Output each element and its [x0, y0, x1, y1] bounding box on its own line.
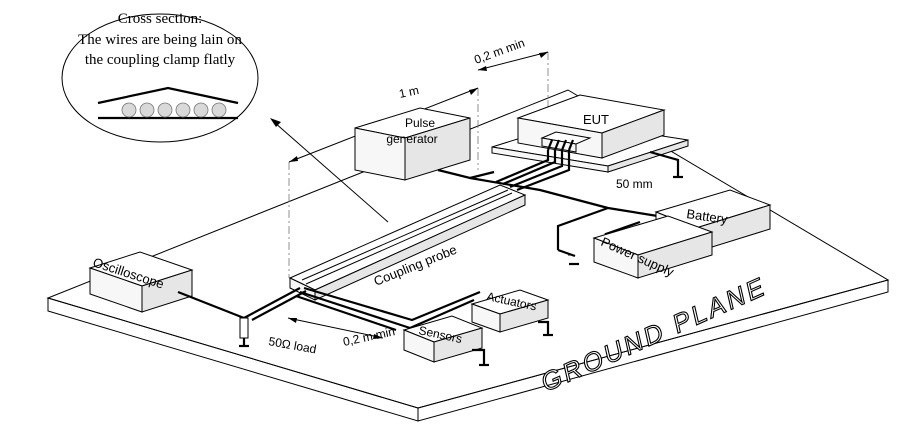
dim-50mm-label: 50 mm: [616, 177, 653, 191]
pulse-generator-label-1: Pulse: [405, 116, 435, 130]
dim-1m-label: 1 m: [398, 83, 420, 101]
eut-wire-harness: [495, 139, 575, 192]
pulse-generator-wire: [437, 168, 495, 180]
cross-section-callout: Cross section: The wires are being lain …: [61, 11, 259, 143]
eut-ground: [649, 150, 683, 179]
coupling-probe: Coupling probe: [288, 184, 527, 301]
clamp-cover: [97, 86, 239, 105]
load-resistor: [239, 317, 249, 339]
pulse-generator-box: Pulse generator: [354, 107, 471, 181]
measurement-wiring: 50Ω load: [177, 287, 318, 356]
actuators-box: Actuators: [470, 289, 553, 337]
ground-plane-front: [47, 297, 419, 422]
eut-label: EUT: [583, 112, 609, 127]
cross-section-pointer: [270, 118, 389, 223]
load-label: 50Ω load: [267, 334, 317, 356]
pulse-generator-label-2: generator: [386, 132, 437, 146]
cross-section-desc-2: the coupling clamp flatly: [85, 52, 236, 68]
cross-section-desc-1: The wires are being lain on: [78, 32, 242, 48]
dim-02m-bottom-label: 0,2 m min: [342, 324, 396, 349]
sensors-box: Sensors: [402, 315, 489, 367]
ground-plane-side: [417, 279, 889, 422]
wire-cross-sections: [121, 102, 227, 118]
cross-section-title: Cross section:: [118, 11, 203, 27]
eut-box: EUT: [516, 94, 666, 159]
power-supply-box: Power supply: [592, 215, 714, 280]
power-minus-label: –: [568, 247, 575, 261]
oscilloscope-box: Oscilloscope: [88, 251, 194, 313]
cross-section-ellipse: [61, 13, 259, 143]
battery-label: Battery: [686, 206, 729, 227]
dim-02m-top-label: 0,2 m min: [472, 36, 526, 67]
